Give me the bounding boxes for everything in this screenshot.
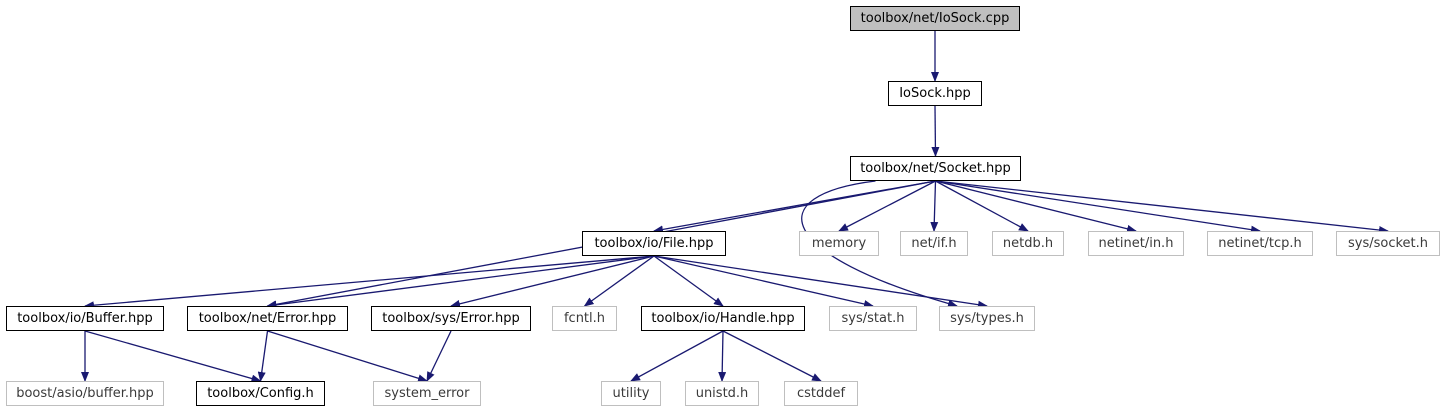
- node-buffer[interactable]: toolbox/io/Buffer.hpp: [6, 306, 164, 331]
- node-unistd: unistd.h: [685, 381, 759, 406]
- node-handle[interactable]: toolbox/io/Handle.hpp: [641, 306, 805, 331]
- node-cstddef: cstddef: [784, 381, 858, 406]
- node-fcntl: fcntl.h: [552, 306, 617, 331]
- edge-file-to-sys-error: [450, 255, 655, 308]
- edge-iosock-to-socket: [931, 105, 940, 157]
- edge-socket-to-netinet-tcp: [935, 180, 1261, 234]
- edge-sys-error-to-system-error: [426, 330, 452, 382]
- edge-layer: [81, 31, 1389, 383]
- node-netinet-in: netinet/in.h: [1088, 231, 1184, 256]
- node-root: toolbox/net/IoSock.cpp: [850, 6, 1020, 31]
- edge-socket-to-sys-socket: [935, 180, 1389, 234]
- node-boost-buffer: boost/asio/buffer.hpp: [6, 381, 164, 406]
- edge-socket-to-netdb: [935, 180, 1029, 232]
- node-system-error: system_error: [373, 381, 481, 406]
- edge-socket-to-sys-types: [801, 180, 958, 308]
- node-config[interactable]: toolbox/Config.h: [196, 381, 325, 406]
- edge-file-to-sys-stat: [653, 255, 874, 308]
- edge-socket-to-netif: [930, 180, 939, 232]
- node-utility: utility: [601, 381, 661, 406]
- node-iosock[interactable]: IoSock.hpp: [888, 81, 982, 106]
- node-net-error[interactable]: toolbox/net/Error.hpp: [187, 306, 348, 331]
- edge-file-to-sys-types: [653, 255, 988, 309]
- node-netif: net/if.h: [900, 231, 968, 256]
- node-memory: memory: [799, 231, 879, 256]
- node-sys-error[interactable]: toolbox/sys/Error.hpp: [371, 306, 531, 331]
- edge-file-to-buffer: [84, 255, 655, 310]
- node-sys-socket: sys/socket.h: [1336, 231, 1440, 256]
- edge-handle-to-unistd: [718, 330, 727, 382]
- node-netdb: netdb.h: [992, 231, 1064, 256]
- edge-file-to-net-error: [266, 255, 655, 309]
- edge-socket-to-memory: [838, 180, 936, 232]
- edge-file-to-fcntl: [583, 255, 655, 307]
- edge-net-error-to-config: [257, 330, 269, 382]
- edge-handle-to-utility: [630, 330, 724, 382]
- node-sys-types: sys/types.h: [939, 306, 1035, 331]
- edge-handle-to-cstddef: [722, 330, 822, 382]
- node-file[interactable]: toolbox/io/File.hpp: [582, 231, 726, 256]
- edge-file-to-handle: [653, 255, 724, 307]
- node-socket[interactable]: toolbox/net/Socket.hpp: [850, 156, 1021, 181]
- edge-buffer-to-config: [84, 330, 262, 383]
- node-netinet-tcp: netinet/tcp.h: [1207, 231, 1313, 256]
- node-sys-stat: sys/stat.h: [829, 306, 917, 331]
- edge-net-error-to-system-error: [267, 330, 428, 383]
- edge-socket-to-netinet-in: [935, 180, 1137, 233]
